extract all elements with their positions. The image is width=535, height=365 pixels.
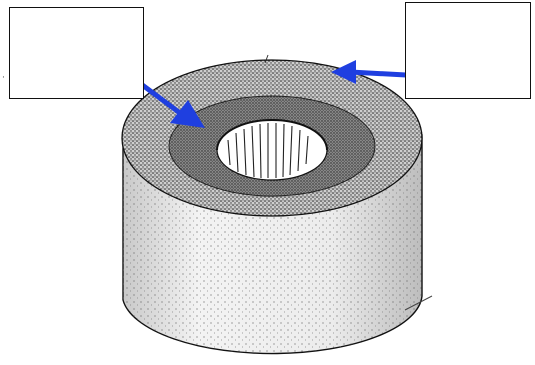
hollow-core <box>217 120 327 180</box>
label-box-left[interactable] <box>9 7 144 99</box>
stray-mark: · <box>2 73 5 83</box>
label-box-right[interactable] <box>405 2 531 99</box>
